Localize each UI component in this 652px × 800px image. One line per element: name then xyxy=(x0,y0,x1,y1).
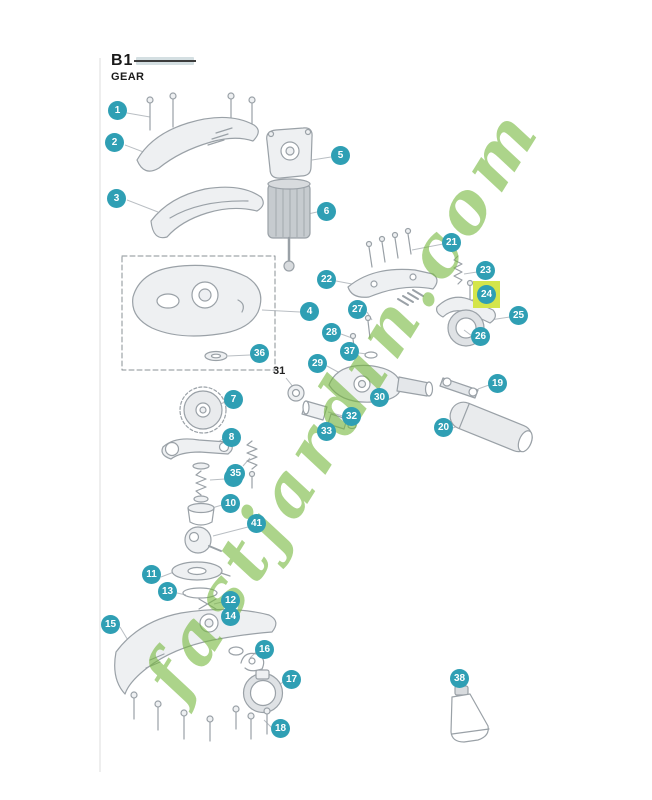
electric-motor xyxy=(267,178,311,272)
page-title: B1 xyxy=(111,52,134,69)
connecting-arm xyxy=(161,438,233,460)
rear-handle-body xyxy=(114,608,277,695)
part-label-31: 31 xyxy=(273,365,286,377)
diagram-subtitle: GEAR xyxy=(111,71,145,83)
washer-37 xyxy=(364,351,378,359)
part-callout-29[interactable]: 29 xyxy=(308,354,327,373)
spring-35 xyxy=(246,440,258,489)
part-callout-33[interactable]: 33 xyxy=(317,422,336,441)
drive-gear xyxy=(179,386,227,434)
part-callout-4[interactable]: 4 xyxy=(300,302,319,321)
part-callout-23[interactable]: 23 xyxy=(476,261,495,280)
gasket-ring xyxy=(182,587,218,599)
shaft-tube xyxy=(449,401,533,453)
part-callout-41[interactable]: 41 xyxy=(247,514,266,533)
spring-washer-stack xyxy=(192,462,210,503)
part-callout-3[interactable]: 3 xyxy=(107,189,126,208)
motor-bracket xyxy=(266,127,313,179)
retainer-clip xyxy=(198,598,217,610)
part-callout-26[interactable]: 26 xyxy=(471,327,490,346)
mounting-bracket xyxy=(347,268,438,306)
part-callout-35[interactable]: 35 xyxy=(226,464,245,483)
screw-set-bracket xyxy=(365,227,412,268)
eccentric-cam xyxy=(184,526,222,554)
screw-set-top xyxy=(146,92,256,131)
screw-set-bottom xyxy=(130,691,240,742)
part-callout-13[interactable]: 13 xyxy=(158,582,177,601)
part-callout-11[interactable]: 11 xyxy=(142,565,161,584)
loop-handle xyxy=(242,669,284,714)
part-callout-22[interactable]: 22 xyxy=(317,270,336,289)
part-callout-21[interactable]: 21 xyxy=(442,233,461,252)
grease-tube xyxy=(450,685,490,743)
part-callout-25[interactable]: 25 xyxy=(509,306,528,325)
part-callout-24[interactable]: 24 xyxy=(473,281,500,308)
struck-text-decoration xyxy=(134,55,197,67)
part-callout-1[interactable]: 1 xyxy=(108,101,127,120)
diagram-header: B1 GEAR xyxy=(111,52,197,83)
base-plate xyxy=(171,561,231,581)
part-callout-36[interactable]: 36 xyxy=(250,344,269,363)
part-callout-17[interactable]: 17 xyxy=(282,670,301,689)
washer-36 xyxy=(204,350,228,362)
screw-set-handle xyxy=(247,707,271,740)
part-callout-38[interactable]: 38 xyxy=(450,669,469,688)
part-callout-27[interactable]: 27 xyxy=(348,300,367,319)
part-callout-6[interactable]: 6 xyxy=(317,202,336,221)
top-cover xyxy=(136,116,259,172)
lower-cover xyxy=(150,186,264,239)
part-callout-30[interactable]: 30 xyxy=(370,388,389,407)
part-callout-14[interactable]: 14 xyxy=(221,607,240,626)
part-callout-15[interactable]: 15 xyxy=(101,615,120,634)
gearbox-housing-group xyxy=(121,255,276,371)
tension-spring xyxy=(453,255,474,301)
part-callout-12[interactable]: 12 xyxy=(221,591,240,610)
part-callout-10[interactable]: 10 xyxy=(221,494,240,513)
cable-clamp xyxy=(240,652,265,672)
bearing-cup xyxy=(187,502,215,526)
drive-shaft-joint xyxy=(439,377,479,399)
part-callout-32[interactable]: 32 xyxy=(342,407,361,426)
part-callout-20[interactable]: 20 xyxy=(434,418,453,437)
part-callout-7[interactable]: 7 xyxy=(224,390,243,409)
part-callout-19[interactable]: 19 xyxy=(488,374,507,393)
part-callout-8[interactable]: 8 xyxy=(222,428,241,447)
part-callout-18[interactable]: 18 xyxy=(271,719,290,738)
part-callout-2[interactable]: 2 xyxy=(105,133,124,152)
part-callout-5[interactable]: 5 xyxy=(331,146,350,165)
part-callout-16[interactable]: 16 xyxy=(255,640,274,659)
part-callout-28[interactable]: 28 xyxy=(322,323,341,342)
part-callout-37[interactable]: 37 xyxy=(340,342,359,361)
